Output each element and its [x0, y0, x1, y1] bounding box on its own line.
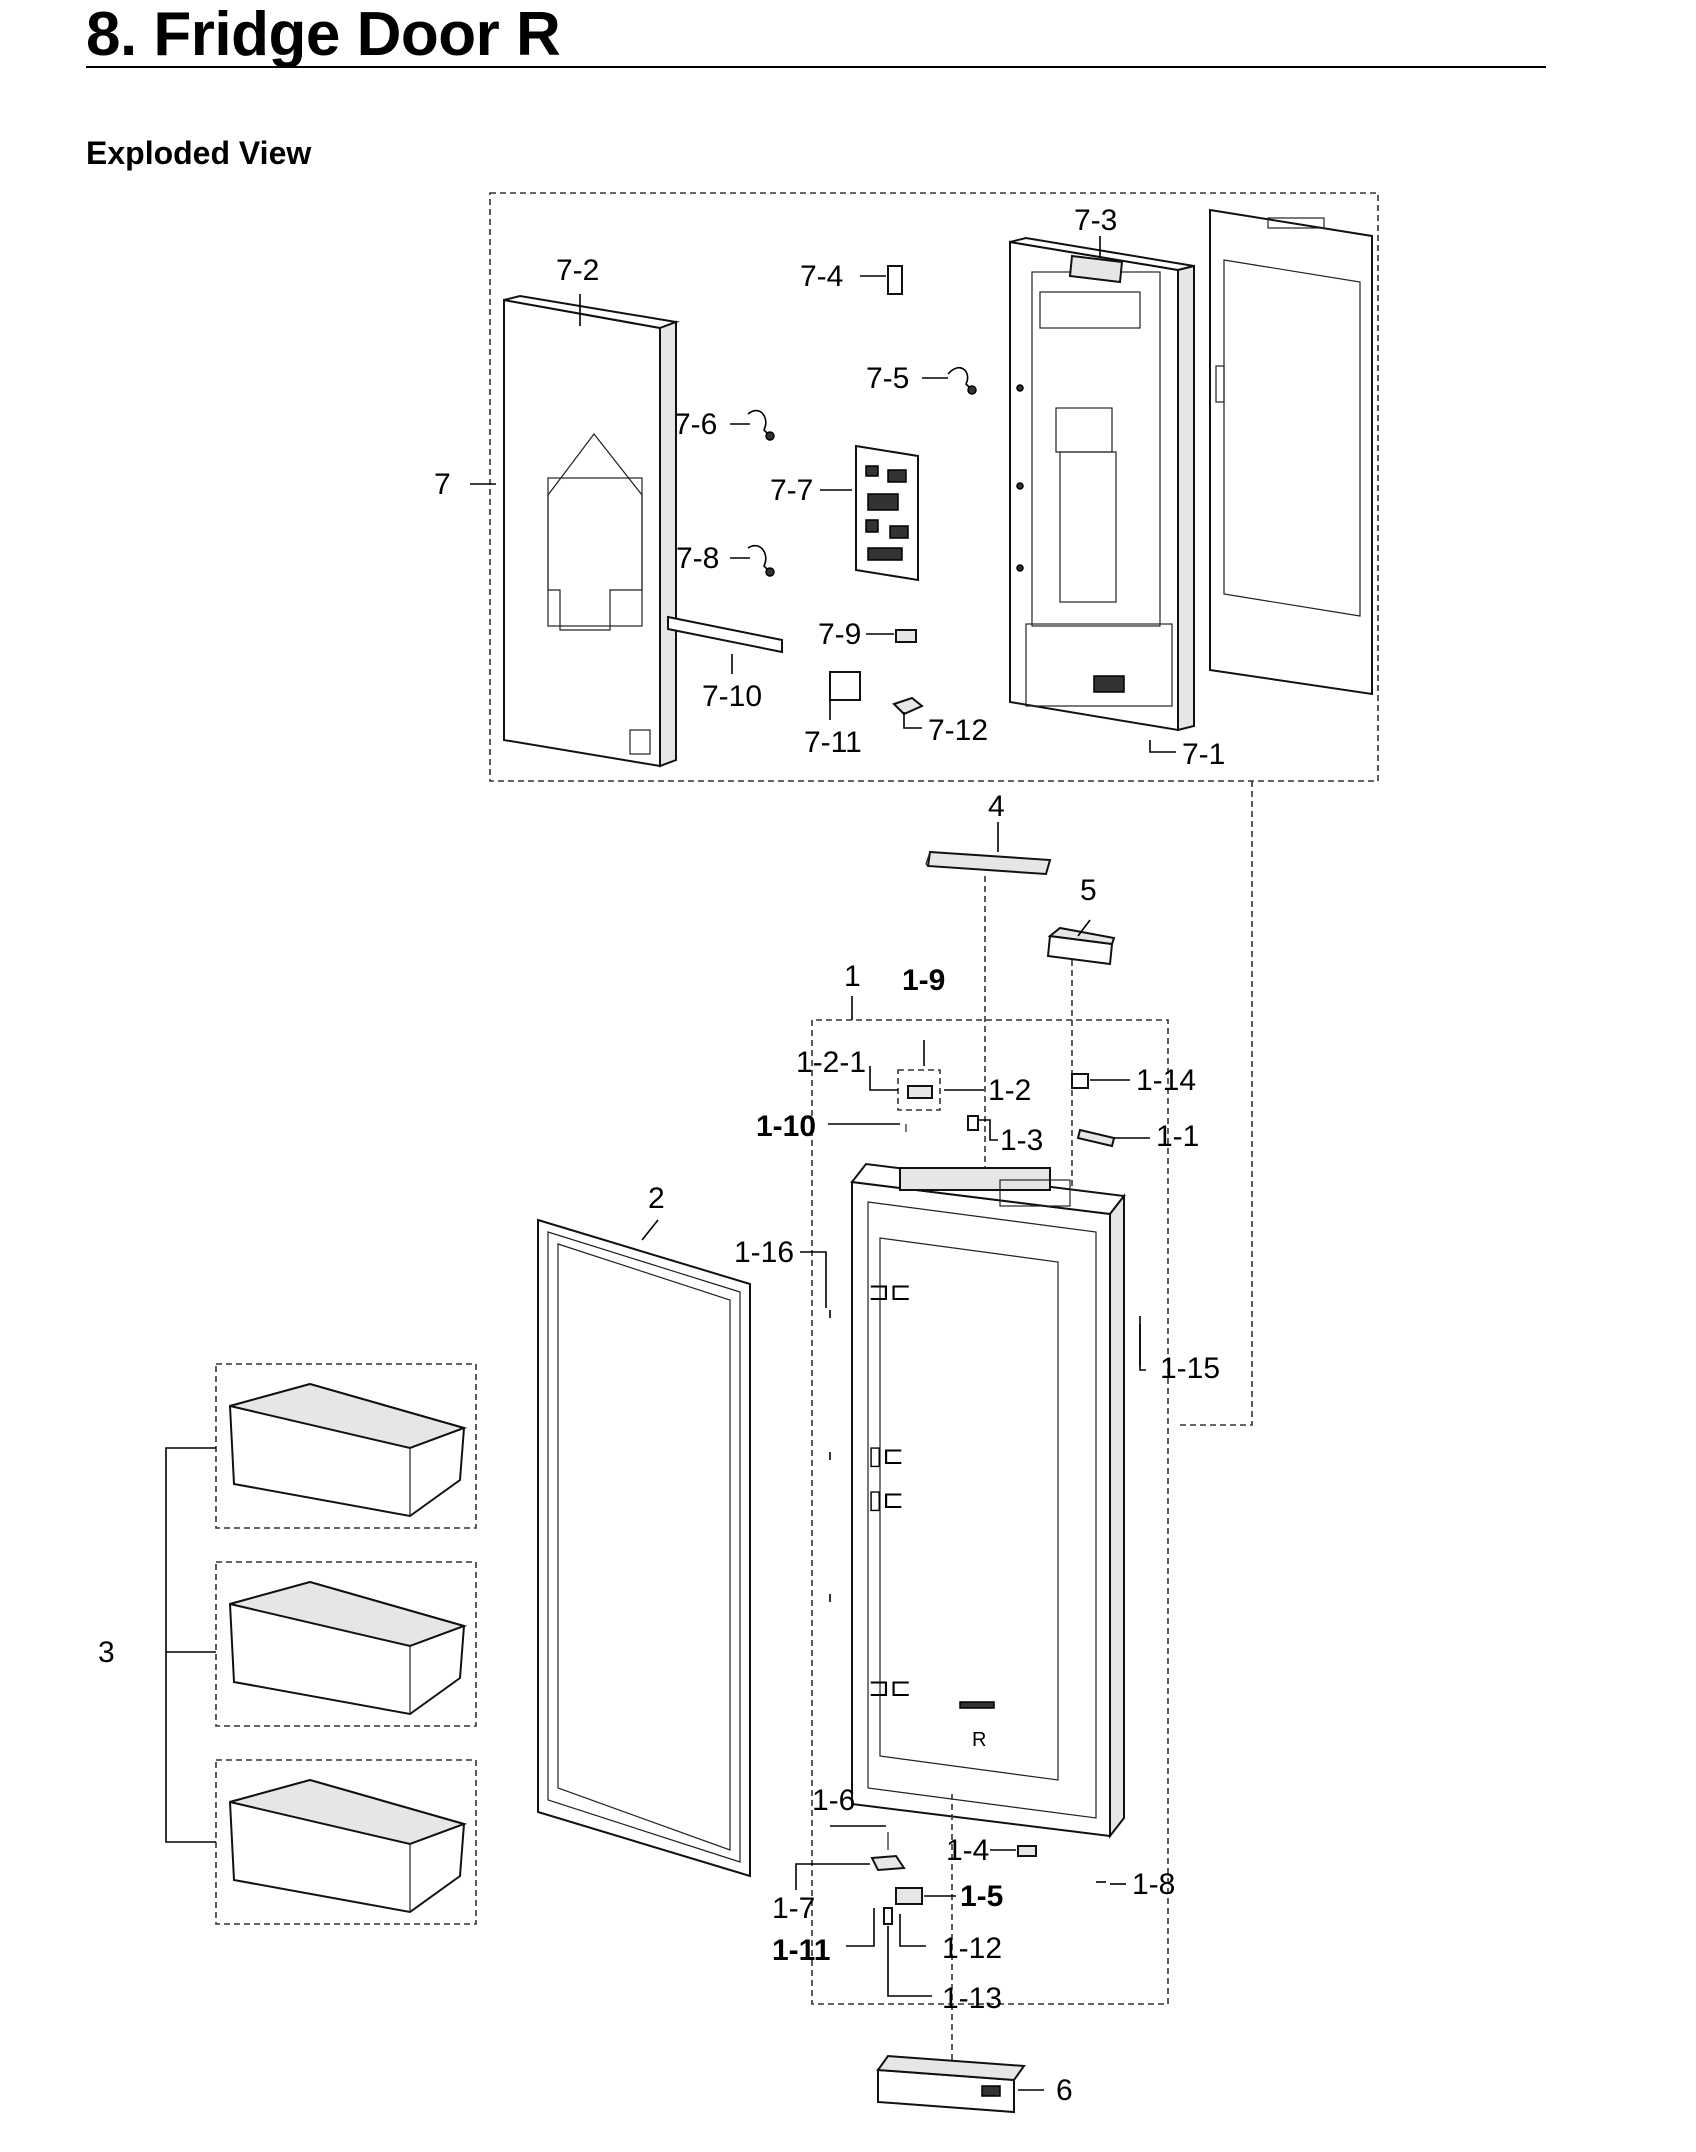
part-7-9: [895, 629, 917, 643]
callout-7-11: 7-11: [804, 726, 862, 759]
callout-7-9: 7-9: [818, 618, 861, 651]
callout-1-13: 1-13: [942, 1982, 1002, 2015]
callout-4: 4: [988, 790, 1005, 823]
assembly-7-leader: [1180, 781, 1253, 1426]
part-1-1: [1076, 1128, 1116, 1148]
frame-7-1: [1009, 236, 1195, 732]
callout-7-1: 7-1: [1182, 738, 1225, 771]
door-body-1: ⊐⊏ ▯⊏ ▯⊏ ⊐⊏ R: [850, 1162, 1126, 1839]
part-1-3: [967, 1115, 979, 1131]
callout-1-7: 1-7: [772, 1892, 815, 1925]
callout-1-11: 1-11: [772, 1934, 830, 1967]
section-subtitle: Exploded View: [86, 135, 312, 171]
callout-1: 1: [844, 960, 861, 993]
callout-1-8: 1-8: [1132, 1868, 1175, 1901]
door-marking-r: R: [972, 1729, 986, 1751]
part-7-4: [887, 265, 903, 295]
svg-text:▯⊏: ▯⊏: [868, 1484, 904, 1514]
callout-1-2: 1-2: [988, 1074, 1031, 1107]
callout-6: 6: [1056, 2074, 1073, 2107]
part-7-12: [892, 696, 924, 716]
wire-7-6: [747, 409, 771, 437]
callout-1-5: 1-5: [960, 1880, 1003, 1913]
callout-7: 7: [434, 468, 451, 501]
panel-7-2: [503, 294, 680, 768]
callout-1-14: 1-14: [1136, 1064, 1196, 1097]
part-1-14: [1071, 1073, 1089, 1089]
bin-middle: [228, 1580, 468, 1716]
assembly-1-boundary: [811, 1019, 1169, 2005]
door-skin: [1209, 208, 1373, 696]
callout-7-7: 7-7: [770, 474, 813, 507]
callout-3: 3: [98, 1636, 115, 1669]
title-rule: [86, 66, 1546, 68]
page-title: 8. Fridge Door R: [86, 0, 561, 69]
callout-7-8: 7-8: [676, 542, 719, 575]
svg-text:▯⊏: ▯⊏: [868, 1440, 904, 1470]
bins-3: [165, 1363, 477, 1925]
callout-labels: 7 7-2 7-3 7-4 7-5 7-6 7-7 7-8 7-9 7-10 7…: [98, 204, 1225, 2107]
leader-lines: [470, 236, 1176, 2091]
svg-text:⊐⊏: ⊐⊏: [868, 1672, 912, 1702]
part-4: [926, 850, 1052, 876]
callout-7-4: 7-4: [800, 260, 843, 293]
callout-1-16: 1-16: [734, 1236, 794, 1269]
callout-5: 5: [1080, 874, 1097, 907]
callout-1-1: 1-1: [1156, 1120, 1199, 1153]
part-7-11: [829, 671, 861, 701]
svg-text:⊐⊏: ⊐⊏: [868, 1276, 912, 1306]
part-1-7: [870, 1854, 906, 1872]
bin-bottom: [228, 1778, 468, 1914]
part-7-3: [1068, 254, 1124, 284]
gasket-2: [537, 1218, 751, 1878]
callout-1-9: 1-9: [902, 964, 945, 997]
callout-2: 2: [648, 1182, 665, 1215]
wire-7-8: [747, 544, 771, 573]
part-6: [876, 2054, 1026, 2114]
callout-1-3: 1-3: [1000, 1124, 1043, 1157]
strip-7-10: [667, 615, 783, 654]
wire-7-5: [947, 367, 973, 391]
callout-1-12: 1-12: [942, 1932, 1002, 1965]
part-1-13: [883, 1907, 893, 1925]
callout-7-10: 7-10: [702, 680, 762, 713]
callout-7-6: 7-6: [674, 408, 717, 441]
callout-1-10: 1-10: [756, 1110, 816, 1143]
callout-7-5: 7-5: [866, 362, 909, 395]
callout-1-4: 1-4: [946, 1834, 989, 1867]
callout-7-12: 7-12: [928, 714, 988, 747]
bin-top: [228, 1382, 468, 1518]
callout-1-2-1: 1-2-1: [796, 1046, 866, 1079]
callout-1-6: 1-6: [812, 1784, 855, 1817]
pcb-7-7: [855, 444, 919, 582]
part-1-2: [907, 1085, 933, 1099]
callout-7-3: 7-3: [1074, 204, 1117, 237]
part-1-4: [1017, 1845, 1037, 1857]
part-1-5: [895, 1887, 923, 1905]
callout-1-15: 1-15: [1160, 1352, 1220, 1385]
callout-7-2: 7-2: [556, 254, 599, 287]
assembly-7-boundary: [489, 192, 1379, 782]
